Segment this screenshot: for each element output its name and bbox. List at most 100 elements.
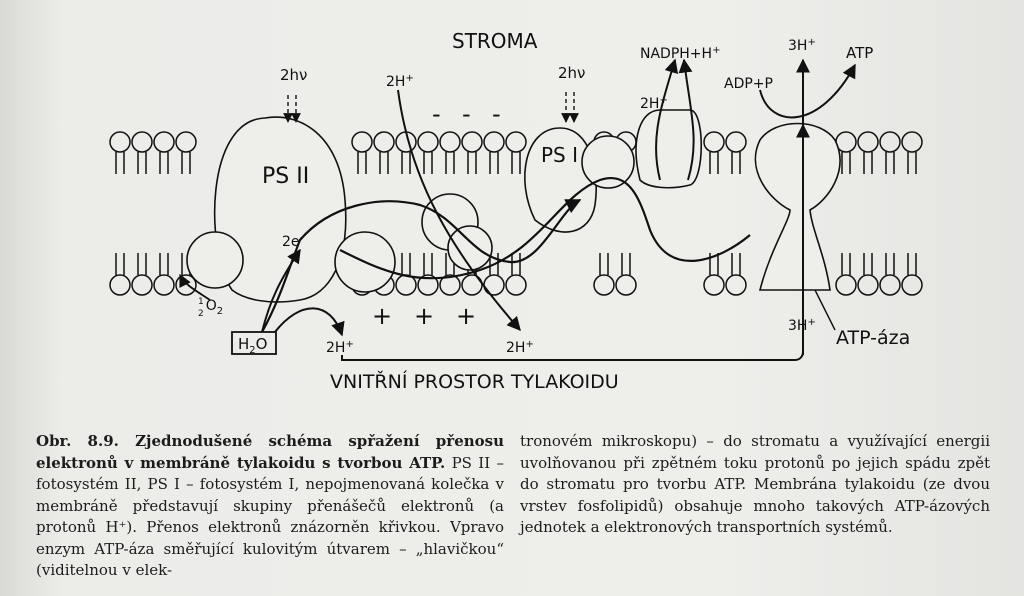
ps2-label: PS II — [262, 164, 309, 189]
electron-path-2 — [339, 177, 751, 280]
lipid-tail — [731, 253, 741, 275]
plus-sign-1: + — [372, 302, 392, 330]
proton-mid-right-label: 2H+ — [640, 95, 668, 113]
membrane-proteins — [186, 109, 841, 303]
lipid-head — [175, 131, 197, 153]
proton-mid-bottom-label: 2H+ — [506, 339, 534, 357]
lipid-head — [417, 274, 439, 296]
lipid-head — [857, 274, 879, 296]
water-box — [231, 331, 277, 355]
lipid-head — [835, 274, 857, 296]
lipid-head — [461, 131, 483, 153]
lipid-tail — [841, 253, 851, 275]
proton-top-label: 2H+ — [386, 73, 414, 91]
lipid-tail — [159, 253, 169, 275]
nadph-carrier — [635, 109, 702, 189]
lipid-head — [725, 131, 747, 153]
phospholipid-bilayer — [109, 131, 923, 296]
lipid-head — [439, 131, 461, 153]
light-label-ps2: 2hν — [280, 66, 307, 84]
lipid-head — [703, 131, 725, 153]
oxygen-release-arrow — [179, 273, 211, 301]
proton-path-diagonal — [397, 89, 521, 332]
lipid-head — [857, 131, 879, 153]
lipid-tail — [401, 152, 411, 174]
carrier-1 — [186, 231, 244, 289]
lipid-head — [439, 274, 461, 296]
lipid-head — [153, 131, 175, 153]
lipid-tail — [885, 253, 895, 275]
figure-caption-right: tronovém mikroskopu) – do stromatu a vyu… — [520, 431, 990, 539]
lipid-tail — [357, 152, 367, 174]
lipid-tail — [445, 152, 455, 174]
lipid-tail — [885, 152, 895, 174]
nadph-label: NADPH+H+ — [640, 45, 720, 63]
lipid-tail — [137, 152, 147, 174]
lipid-tail — [137, 253, 147, 275]
lipid-tail — [709, 253, 719, 275]
lipid-tail — [423, 152, 433, 174]
carrier-4 — [447, 225, 493, 271]
oxygen-frac-den: 2 — [198, 309, 204, 319]
proton-return-line — [341, 351, 804, 361]
lipid-head — [483, 131, 505, 153]
lipid-head — [109, 274, 131, 296]
lipid-head — [879, 274, 901, 296]
lipid-head — [153, 274, 175, 296]
lipid-tail — [599, 253, 609, 275]
minus-sign-2: - — [462, 100, 471, 128]
atp-label: ATP — [846, 44, 873, 62]
proton-left-bottom-label: 2H+ — [326, 339, 354, 357]
figure-caption-left: Obr. 8.9. Zjednodušené schéma spřažení p… — [36, 431, 504, 582]
lipid-tail — [489, 152, 499, 174]
lipid-tail — [907, 253, 917, 275]
lipid-tail — [159, 152, 169, 174]
lipid-head — [901, 131, 923, 153]
light-label-ps1: 2hν — [558, 64, 585, 82]
nadph-loop-arrow-2 — [678, 58, 695, 181]
lipid-tail — [115, 152, 125, 174]
lipid-tail — [401, 253, 411, 275]
lipid-tail — [621, 253, 631, 275]
lipid-tail — [863, 152, 873, 174]
lipid-head — [109, 131, 131, 153]
nadph-loop-arrow — [655, 58, 679, 181]
minus-sign-1: - — [432, 100, 441, 128]
stroma-label: STROMA — [452, 29, 538, 53]
lipid-head — [131, 131, 153, 153]
lipid-head — [725, 274, 747, 296]
lipid-tail — [841, 152, 851, 174]
electron-label: 2e- — [282, 233, 304, 251]
caption-left-text: PS II – fotosystém II, PS I – fotosystém… — [36, 453, 504, 580]
lipid-head — [593, 274, 615, 296]
plus-sign-3: + — [456, 302, 476, 330]
ps2-complex — [213, 116, 347, 303]
lipid-tail — [907, 152, 917, 174]
water-to-proton-arrow — [274, 307, 345, 337]
proton-atp-top-label: 3H+ — [788, 37, 816, 55]
atpaza-pointer — [814, 289, 836, 331]
water-to-electron-arrow — [261, 248, 301, 333]
lipid-tail — [181, 152, 191, 174]
ps1-label: PS I — [541, 143, 578, 167]
minus-sign-3: - — [492, 100, 501, 128]
lipid-head — [879, 131, 901, 153]
lipid-head — [505, 274, 527, 296]
lipid-tail — [863, 253, 873, 275]
lipid-head — [483, 274, 505, 296]
light-arrows-ps2 — [283, 95, 301, 123]
carrier-5 — [581, 135, 635, 189]
lipid-head — [703, 274, 725, 296]
caption-right-text: tronovém mikroskopu) – do stromatu a vyu… — [520, 432, 990, 536]
lipid-tail — [511, 253, 521, 275]
plus-sign-2: + — [414, 302, 434, 330]
lipid-head — [373, 131, 395, 153]
atpase-enzyme — [754, 122, 841, 291]
lipid-tail — [467, 152, 477, 174]
adp-label: ADP+P — [724, 76, 773, 92]
lipid-tail — [379, 152, 389, 174]
thylakoid-membrane-diagram: STROMA PS II PS I 2hν 2hν 2H+ NADPH+H+ 2… — [109, 29, 923, 393]
atp-synthesis-arrow — [759, 63, 856, 119]
lipid-head — [615, 274, 637, 296]
